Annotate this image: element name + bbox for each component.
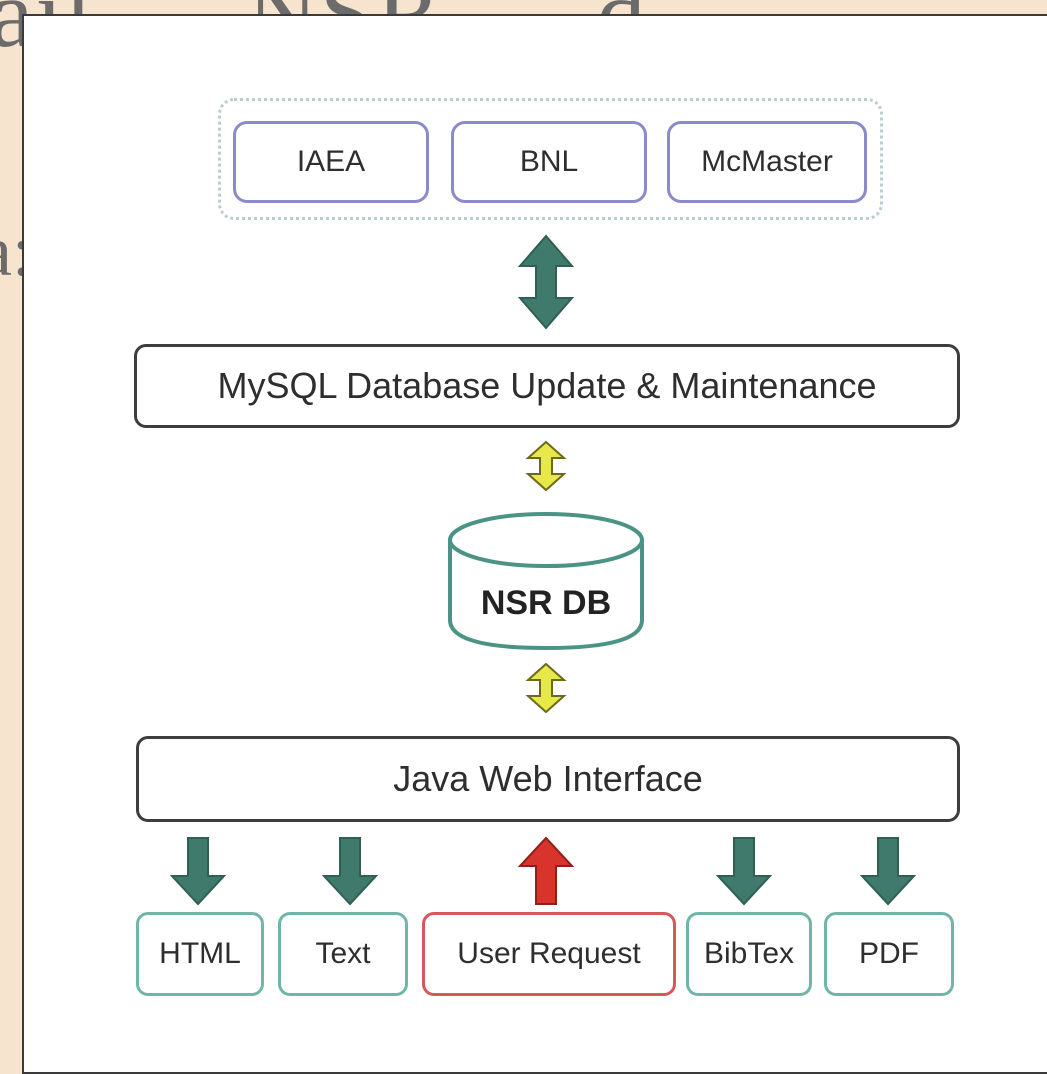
database-label: NSR DB <box>480 583 612 622</box>
source-box-mcmaster: McMaster <box>667 121 867 203</box>
double-arrow-icon <box>525 440 567 492</box>
maintenance-box: MySQL Database Update & Maintenance <box>134 344 960 428</box>
output-box-text: Text <box>278 912 408 996</box>
output-box-pdf: PDF <box>824 912 954 996</box>
arrow-up-icon <box>517 836 575 905</box>
database-cylinder-icon <box>448 512 644 651</box>
sources-group <box>218 98 883 220</box>
output-box-html: HTML <box>136 912 264 996</box>
double-arrow-icon <box>517 234 575 330</box>
output-box-user-request: User Request <box>422 912 676 996</box>
arrow-down-icon <box>169 837 227 906</box>
arrow-down-icon <box>859 837 917 906</box>
double-arrow-icon <box>525 662 567 714</box>
arrow-down-icon <box>715 837 773 906</box>
source-box-bnl: BNL <box>451 121 647 203</box>
source-box-iaea: IAEA <box>233 121 429 203</box>
arrow-down-icon <box>321 837 379 906</box>
output-box-bibtex: BibTex <box>686 912 812 996</box>
interface-box: Java Web Interface <box>136 736 960 822</box>
